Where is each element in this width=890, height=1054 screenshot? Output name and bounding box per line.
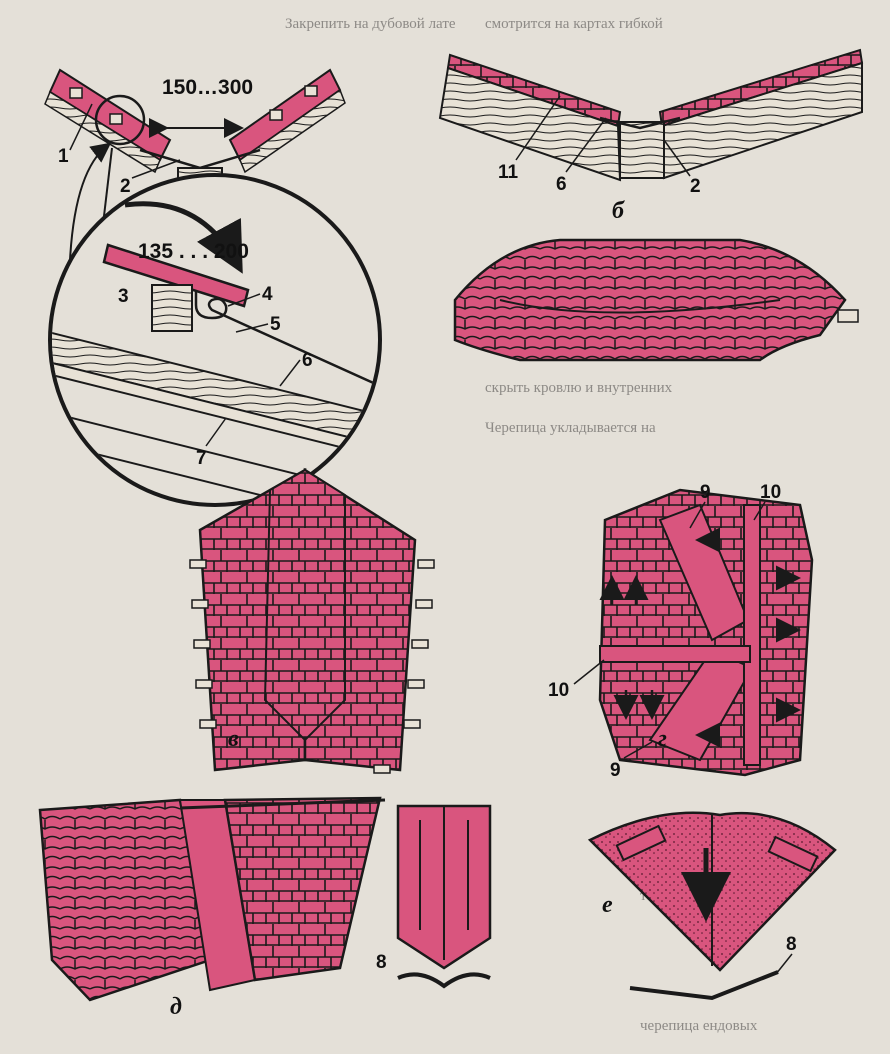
panel-e-ridge-right	[767, 835, 819, 873]
panel-a-right-deck	[239, 88, 346, 174]
panel-v-lath-end	[411, 639, 429, 649]
detail-view: 135 . . . 200 3 4 5 6 7	[48, 142, 382, 507]
panel-g-leader-10-top	[753, 501, 766, 521]
panel-e: е 8	[587, 811, 837, 1001]
panel-a-leader-2	[131, 159, 181, 179]
detail-underlay	[52, 358, 378, 464]
detail-leader-4	[227, 293, 261, 307]
panel-a-lath	[69, 87, 83, 99]
panel-v-lath-end	[189, 559, 207, 569]
panel-v-lath-end	[195, 679, 213, 689]
panel-g-flow-arrows	[599, 527, 801, 748]
panel-d-profile	[397, 972, 491, 989]
panel-e-ridge-left	[615, 824, 667, 862]
panel-b-letter: б	[612, 198, 625, 224]
panel-g-ridge-vertical	[743, 504, 761, 766]
panel-a-lath	[304, 85, 318, 97]
panel-v-lath-end	[373, 764, 391, 774]
svg-text:черепица ендовых: черепица ендовых	[640, 1018, 758, 1034]
panel-b-leader-2	[663, 139, 691, 177]
panel-a-lath	[109, 113, 123, 125]
panel-a-left-deck	[44, 90, 161, 174]
panel-a-dimension-label: 150…300	[162, 76, 253, 99]
panel-b-left-deck	[438, 66, 622, 182]
panel-b-leader-6	[565, 117, 607, 173]
panel-a-leader-1	[69, 103, 93, 151]
detail-projection-arrow	[69, 142, 112, 261]
panel-b-leader-11	[515, 95, 561, 161]
svg-text:Черепица укладывается на: Черепица укладывается на	[485, 420, 656, 436]
panel-v-lath-end	[191, 599, 209, 609]
panel-a-label-2: 2	[120, 176, 131, 197]
panel-b: 11 6 2 б	[438, 48, 864, 362]
panel-v-lath-end	[417, 559, 435, 569]
panel-g-ridge-horizontal	[599, 645, 751, 663]
panel-a-lath	[269, 109, 283, 121]
panel-d: д 8	[38, 796, 492, 1020]
panel-g-leader-10-left	[573, 659, 605, 685]
panel-a-detail-circle	[94, 94, 146, 146]
detail-leader-7	[205, 417, 227, 447]
detail-tile	[102, 243, 250, 308]
detail-dimension-arrow	[124, 201, 243, 274]
detail-leader-5	[235, 323, 269, 333]
panel-g-label-9-bottom: 9	[610, 760, 621, 781]
panel-g-leader-9-bottom	[623, 741, 653, 759]
panel-b-shingle-valley	[453, 238, 847, 362]
panel-d-top-batten	[179, 798, 386, 810]
panel-e-leader-8	[775, 953, 793, 975]
panel-d-valley-tile-ribs	[419, 806, 469, 960]
panel-d-letter: д	[170, 994, 182, 1020]
panel-d-right-laths	[223, 796, 382, 982]
panel-v-lath-end	[407, 679, 425, 689]
panel-e-letter: е	[602, 892, 613, 918]
panel-g-label-10-left: 10	[548, 680, 569, 701]
panel-b-lath-end	[837, 309, 859, 323]
background-text: Закрепить на дубовой лате смотрится на к…	[285, 16, 767, 1034]
panel-b-label-2: 2	[690, 176, 701, 197]
detail-leader-6	[279, 359, 301, 387]
detail-circle	[48, 173, 382, 507]
detail-dimension-label: 135 . . . 200	[138, 240, 249, 263]
detail-label-7: 7	[196, 448, 207, 469]
detail-label-4: 4	[262, 284, 273, 305]
panel-g-label-9-top: 9	[700, 482, 711, 503]
panel-g-label-10-top: 10	[760, 482, 781, 503]
panel-g-letter: г	[658, 726, 667, 752]
panel-g: 9 10 10 9 г	[548, 482, 814, 781]
panel-v-lath-end	[415, 599, 433, 609]
panel-e-label-8: 8	[786, 934, 797, 955]
detail-deck	[52, 328, 378, 452]
svg-text:Закрепить на дубовой лате: Закрепить на дубовой лате	[285, 16, 456, 32]
panel-v-letter: в	[228, 726, 239, 752]
panel-b-label-11: 11	[498, 162, 519, 183]
detail-label-5: 5	[270, 314, 281, 335]
detail-label-6: 6	[302, 350, 313, 371]
panel-v-lath-end	[403, 719, 421, 729]
panel-b-valley-sheet	[599, 116, 681, 130]
panel-d-left-tiles	[38, 798, 212, 1002]
svg-text:скрыть кровлю и внутренних: скрыть кровлю и внутренних	[485, 380, 673, 396]
svg-text:смотрится на картах гибкой: смотрится на картах гибкой	[485, 16, 663, 32]
panel-b-valley-beam	[619, 121, 665, 179]
panel-a-label-1: 1	[58, 146, 69, 167]
detail-valley-sheet	[194, 290, 378, 397]
panel-v-lath-end	[199, 719, 217, 729]
detail-lath	[151, 284, 193, 332]
detail-label-3: 3	[118, 286, 129, 307]
panel-v: в	[189, 467, 435, 774]
panel-b-shingle-row	[499, 299, 781, 314]
panel-v-valley-tiles	[263, 468, 346, 742]
detail-rafter-lower	[52, 439, 378, 503]
panel-g-leader-9-top	[689, 501, 706, 529]
panel-v-lath-end	[193, 639, 211, 649]
panel-b-label-6: 6	[556, 174, 567, 195]
panel-e-profile	[629, 970, 779, 1001]
panel-d-label-8: 8	[376, 952, 387, 973]
